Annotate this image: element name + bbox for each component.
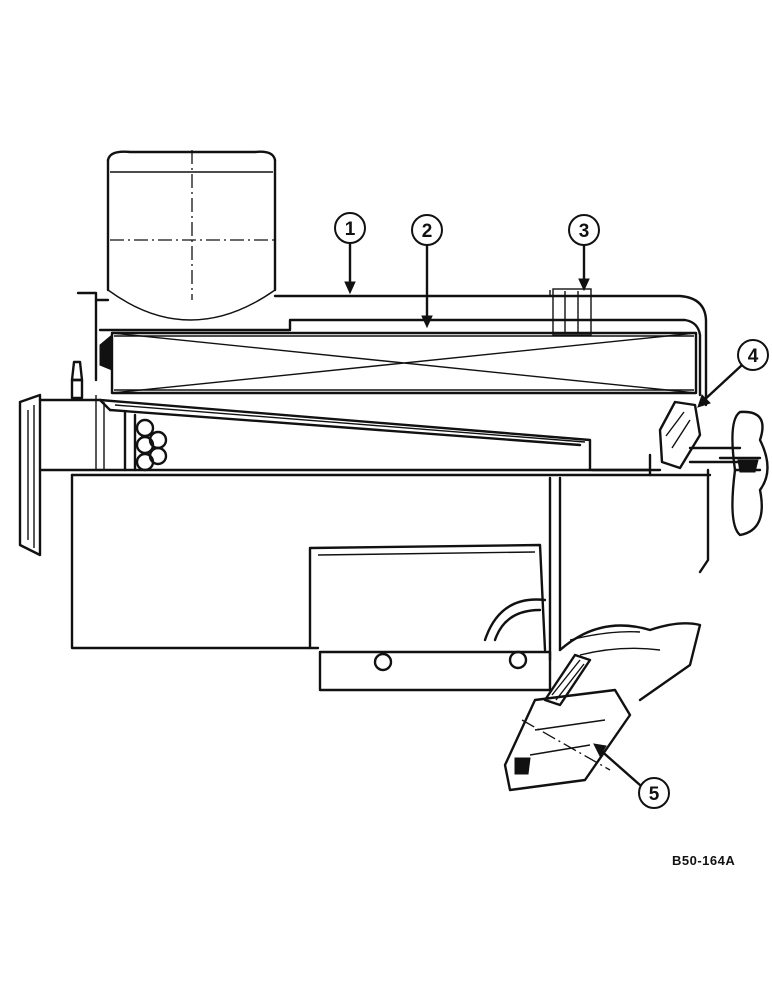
callout-1: 1 xyxy=(334,212,366,244)
filter-element xyxy=(99,331,698,395)
tube-section xyxy=(98,398,662,472)
svg-text:3: 3 xyxy=(579,221,590,242)
callout-5: 5 xyxy=(638,777,670,809)
lower-housing xyxy=(308,543,552,692)
main-body xyxy=(70,468,712,662)
inlet-pipe xyxy=(106,150,277,321)
callout-3: 3 xyxy=(568,214,600,246)
svg-text:2: 2 xyxy=(422,221,433,242)
housing-cover xyxy=(76,288,708,407)
figure-reference-code: B50-164A xyxy=(672,853,736,868)
svg-text:5: 5 xyxy=(649,784,660,805)
dust-valve xyxy=(503,622,702,792)
svg-text:4: 4 xyxy=(748,346,759,367)
left-outlet xyxy=(18,360,112,557)
callout-leaders xyxy=(344,240,744,787)
callout-2: 2 xyxy=(411,214,443,246)
wing-nut-assembly xyxy=(648,400,769,537)
svg-text:1: 1 xyxy=(345,219,356,240)
callout-4: 4 xyxy=(737,339,769,371)
